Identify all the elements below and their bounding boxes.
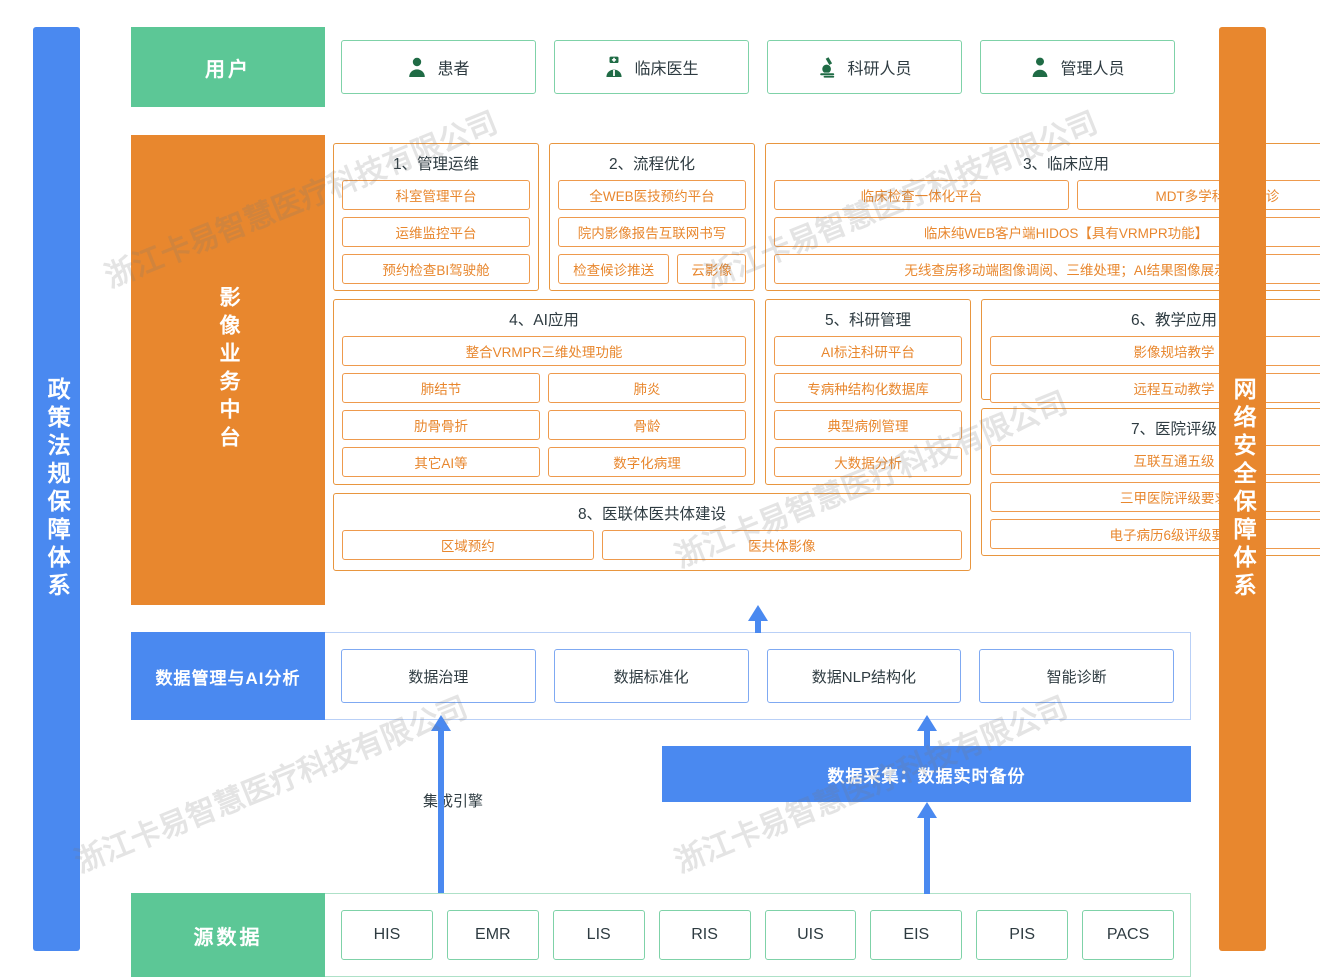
user-card-researcher[interactable]: 科研人员	[767, 40, 962, 94]
panel-5-research-mgmt: 5、科研管理 AI标注科研平台 专病种结构化数据库 典型病例管理 大数据分析	[765, 299, 971, 485]
chip[interactable]: AI标注科研平台	[774, 336, 962, 366]
chip[interactable]: MDT多学科联合会诊	[1076, 180, 1320, 210]
panel-title: 7、医院评级	[1130, 421, 1218, 438]
doctor-icon	[604, 56, 624, 78]
source-card-uis[interactable]: UIS	[764, 910, 857, 960]
right-rail-security: 网络安全保障体系	[1219, 27, 1266, 951]
chip[interactable]: 科室管理平台	[342, 180, 530, 210]
panel-title: 5、科研管理	[824, 312, 912, 329]
data-management-band: 数据管理与AI分析 数据治理 数据标准化 数据NLP结构化 智能诊断	[131, 632, 1191, 720]
chip[interactable]: 临床检查一体化平台	[774, 180, 1069, 210]
panel-1-ops-mgmt: 1、管理运维 科室管理平台 运维监控平台 预约检查BI驾驶舱	[333, 143, 539, 291]
chip[interactable]: 预约检查BI驾驶舱	[342, 254, 530, 284]
source-card-pacs[interactable]: PACS	[1082, 910, 1174, 960]
data-management-band-label: 数据管理与AI分析	[131, 632, 325, 720]
arrow-data-to-platform	[746, 605, 770, 633]
panel-2-process-opt: 2、流程优化 全WEB医技预约平台 院内影像报告互联网书写 检查候诊推送 云影像	[549, 143, 755, 291]
chip[interactable]: 大数据分析	[774, 447, 962, 477]
source-data-band: 源数据 HIS EMR LIS RIS UIS EIS PIS PACS	[131, 893, 1191, 977]
source-card-his[interactable]: HIS	[341, 910, 433, 960]
user-card-label: 科研人员	[847, 61, 912, 78]
integration-engine-label: 集成引擎	[422, 793, 483, 810]
chip[interactable]: 三甲医院评级要求	[990, 482, 1320, 512]
data-card-governance[interactable]: 数据治理	[341, 649, 536, 703]
platform-band-label-text: 影像业务中台	[217, 286, 241, 454]
arrow-collect-to-data	[915, 715, 939, 749]
panel-title: 2、流程优化	[608, 156, 696, 173]
chip[interactable]: 骨龄	[548, 410, 746, 440]
user-card-patient[interactable]: 患者	[341, 40, 536, 94]
chip[interactable]: 院内影像报告互联网书写	[558, 217, 746, 247]
panel-title: 8、医联体医共体建设	[577, 506, 727, 523]
main-stack: 用户 患者 临床医生	[131, 27, 1320, 977]
users-band-label: 用户	[131, 27, 325, 107]
microscope-icon	[817, 56, 837, 78]
source-data-band-label: 源数据	[131, 893, 325, 977]
chip[interactable]: 肺炎	[548, 373, 746, 403]
panel-title: 6、教学应用	[1130, 312, 1218, 329]
chip[interactable]: 云影像	[677, 254, 746, 284]
user-card-administrator[interactable]: 管理人员	[980, 40, 1175, 94]
chip[interactable]: 检查候诊推送	[558, 254, 670, 284]
data-management-band-body: 数据治理 数据标准化 数据NLP结构化 智能诊断	[325, 632, 1191, 720]
left-rail-label: 政策法规保障体系	[44, 377, 71, 601]
source-data-band-body: HIS EMR LIS RIS UIS EIS PIS PACS	[325, 893, 1191, 977]
user-card-label: 管理人员	[1060, 61, 1125, 78]
panel-7-hospital-rating: 7、医院评级 互联互通五级 三甲医院评级要求 电子病历6级评级要求	[981, 408, 1320, 556]
arrow-source-to-collect	[915, 802, 939, 894]
chip[interactable]: 区域预约	[342, 530, 594, 560]
chip[interactable]: 典型病例管理	[774, 410, 962, 440]
users-band: 用户 患者 临床医生	[131, 27, 1191, 107]
chip[interactable]: 肺结节	[342, 373, 540, 403]
panel-title: 4、AI应用	[509, 312, 579, 329]
chip[interactable]: 电子病历6级评级要求	[990, 519, 1320, 549]
chip[interactable]: 运维监控平台	[342, 217, 530, 247]
panel-title: 3、临床应用	[1022, 156, 1110, 173]
user-card-clinician[interactable]: 临床医生	[554, 40, 749, 94]
chip[interactable]: 专病种结构化数据库	[774, 373, 962, 403]
data-card-standardization[interactable]: 数据标准化	[553, 649, 749, 703]
chip[interactable]: 全WEB医技预约平台	[558, 180, 746, 210]
connector-area: 集成引擎 数据采集：数据实时备份	[131, 720, 1191, 893]
panel-4-ai-app: 4、AI应用 整合VRMPR三维处理功能 肺结节 肺炎 肋骨骨折 骨龄 其它AI…	[333, 299, 755, 485]
platform-band: 影像业务中台 1、管理运维 科室管理平台 运维监控平台 预约检查BI驾驶舱 2、…	[131, 135, 1320, 605]
panel-title: 1、管理运维	[392, 156, 480, 173]
platform-band-label: 影像业务中台	[131, 135, 325, 605]
chip[interactable]: 整合VRMPR三维处理功能	[342, 336, 746, 366]
chip[interactable]: 数字化病理	[548, 447, 746, 477]
chip[interactable]: 医共体影像	[601, 530, 962, 560]
platform-band-body: 1、管理运维 科室管理平台 运维监控平台 预约检查BI驾驶舱 2、流程优化 全W…	[325, 135, 1320, 605]
panel-8-medical-alliance: 8、医联体医共体建设 区域预约 医共体影像	[333, 493, 971, 571]
manager-icon	[1030, 56, 1050, 78]
source-card-eis[interactable]: EIS	[870, 910, 963, 960]
right-rail-label: 网络安全保障体系	[1230, 377, 1257, 601]
user-card-label: 临床医生	[634, 61, 699, 78]
left-rail-policy: 政策法规保障体系	[33, 27, 80, 951]
data-collection-bar: 数据采集：数据实时备份	[662, 746, 1191, 802]
source-card-pis[interactable]: PIS	[976, 910, 1069, 960]
source-card-emr[interactable]: EMR	[446, 910, 539, 960]
source-card-lis[interactable]: LIS	[552, 910, 645, 960]
user-card-label: 患者	[437, 61, 470, 78]
chip[interactable]: 远程互动教学	[990, 373, 1320, 403]
chip[interactable]: 肋骨骨折	[342, 410, 540, 440]
arrow-engine-to-data	[429, 715, 453, 893]
source-card-ris[interactable]: RIS	[658, 910, 751, 960]
chip[interactable]: 互联互通五级	[990, 445, 1320, 475]
users-band-body: 患者 临床医生 科研人员	[325, 27, 1191, 107]
chip[interactable]: 影像规培教学	[990, 336, 1320, 366]
chip[interactable]: 其它AI等	[342, 447, 540, 477]
data-card-nlp-structuring[interactable]: 数据NLP结构化	[766, 649, 962, 703]
panel-6-teaching-app: 6、教学应用 影像规培教学 远程互动教学	[981, 299, 1320, 403]
person-icon	[407, 56, 427, 78]
data-card-intelligent-diagnosis[interactable]: 智能诊断	[979, 649, 1174, 703]
